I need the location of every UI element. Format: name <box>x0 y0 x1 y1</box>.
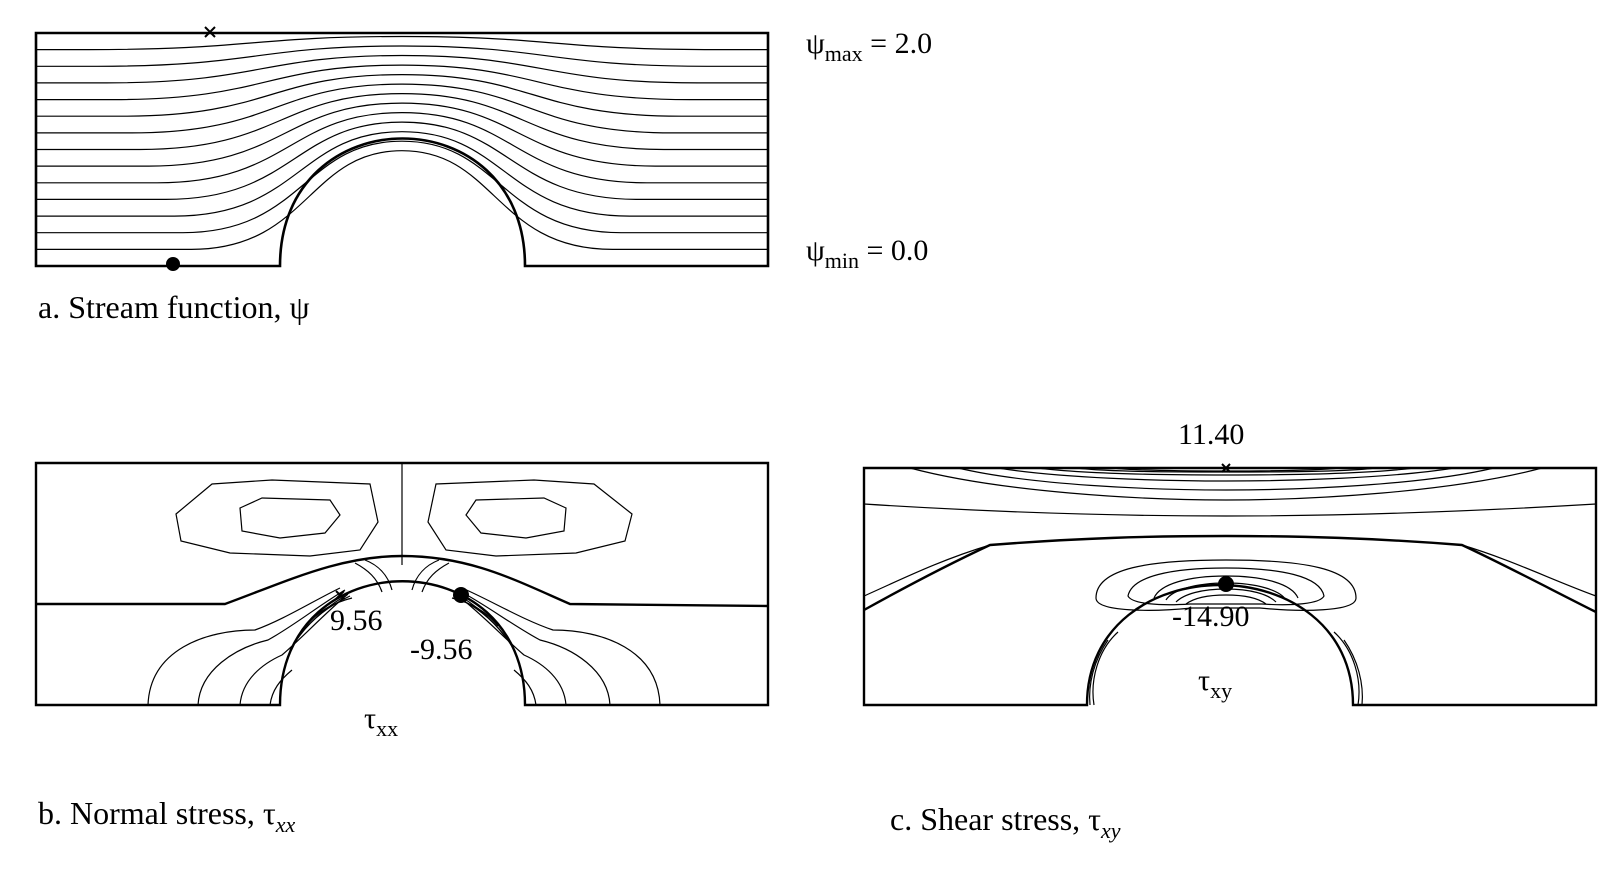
panel-c-symbol-label: τxy <box>1198 664 1232 703</box>
panel-a-max-marker <box>204 26 216 38</box>
panel-a-min-marker <box>166 257 180 271</box>
panel-c-zero-contour-inner <box>863 544 1597 597</box>
streamline <box>36 35 768 51</box>
panel-b-symbol-label: τxx <box>364 702 398 741</box>
panel-a-streamlines <box>36 35 768 250</box>
panel-c-value-max: 11.40 <box>1178 418 1244 451</box>
panel-b-domain-outline <box>34 461 770 707</box>
panel-b-contours <box>147 479 661 706</box>
panel-b-normal-stress <box>34 461 770 707</box>
streamline <box>36 131 768 217</box>
psi-min-label: ψmin = 0.0 <box>806 234 928 273</box>
panel-c-zero-contour <box>863 534 1597 614</box>
streamline <box>36 121 768 200</box>
psi-max-label: ψmax = 2.0 <box>806 27 932 66</box>
streamline <box>36 102 768 167</box>
streamline <box>36 73 768 117</box>
panel-c-value-min: -14.90 <box>1172 600 1250 633</box>
streamline <box>36 92 768 151</box>
streamline <box>36 150 768 250</box>
panel-c-shear-stress <box>862 463 1598 707</box>
panel-a-domain-outline <box>34 31 770 268</box>
panel-b-max-marker <box>335 590 345 600</box>
panel-b-value-max: 9.56 <box>330 604 383 637</box>
panel-b-caption: b. Normal stress, τxx <box>38 795 295 837</box>
streamline <box>36 64 768 101</box>
streamline <box>36 111 768 184</box>
streamline <box>36 45 768 67</box>
panel-b-value-min: -9.56 <box>410 633 473 666</box>
panel-a-stream-function <box>34 26 770 271</box>
panel-c-side-contours <box>1089 631 1363 706</box>
streamline <box>36 54 768 84</box>
panel-a-caption: a. Stream function, ψ <box>38 289 310 325</box>
panel-b-min-marker <box>453 587 469 603</box>
panel-c-caption: c. Shear stress, τxy <box>890 801 1121 843</box>
panel-c-top-contours <box>863 467 1597 517</box>
panel-b-zero-contour <box>36 554 769 608</box>
panel-c-min-marker <box>1218 576 1234 592</box>
streamline <box>36 140 768 234</box>
panel-c-max-marker <box>1221 463 1231 473</box>
streamline <box>36 83 768 134</box>
